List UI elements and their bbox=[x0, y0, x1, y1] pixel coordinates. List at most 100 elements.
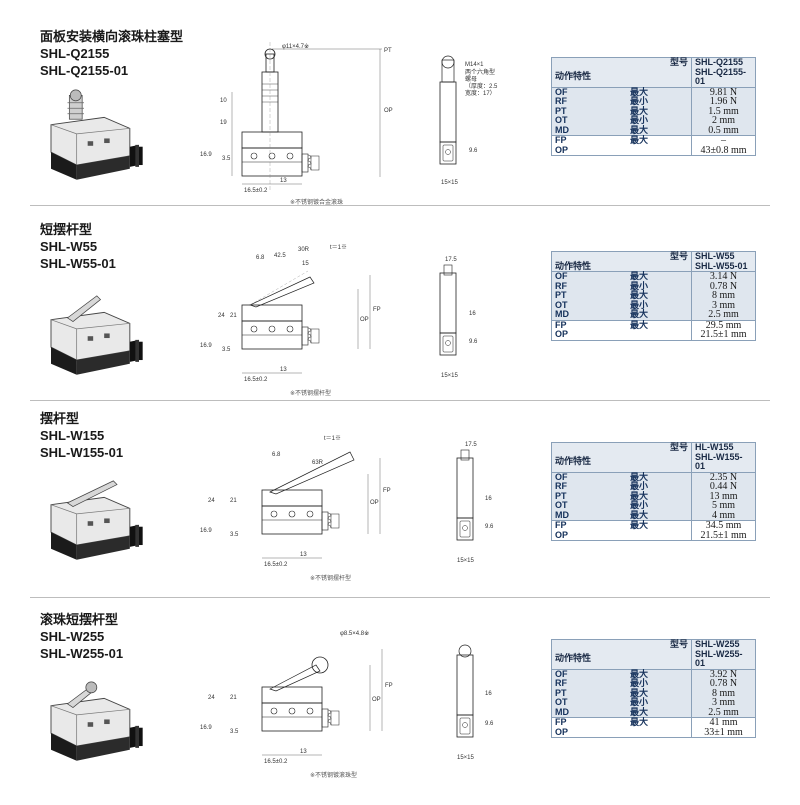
side-drawing: 17.5 16 9.6 15×15 bbox=[439, 257, 478, 379]
side-drawing: 16 9.6 15×15 bbox=[456, 644, 494, 761]
model-2: SHL-W255-01 bbox=[40, 646, 124, 661]
hdr-model-a: SHL-W55 bbox=[691, 251, 756, 262]
dim-fp: FP bbox=[385, 683, 393, 689]
dim-fp: FP bbox=[383, 488, 391, 494]
section-title: 短摆杆型 SHL-W55 SHL-W55-01 bbox=[40, 221, 116, 272]
hdr-model-a: SHL-W255 bbox=[691, 639, 756, 650]
separator bbox=[30, 205, 770, 206]
dim-radius: 63R bbox=[312, 460, 324, 466]
model-2: SHL-Q2155-01 bbox=[40, 63, 129, 78]
dim-13: 13 bbox=[280, 178, 287, 184]
section-w155: 摆杆型 SHL-W155 SHL-W155-01 t＝1※ 6.8 63R FP… bbox=[0, 400, 800, 595]
dim-13: 13 bbox=[280, 367, 287, 373]
dim-16-5: 16.5±0.2 bbox=[264, 562, 288, 568]
hdr-char-label: 动作特性 bbox=[551, 261, 692, 272]
model-1: SHL-W255 bbox=[40, 629, 105, 644]
dim-op: OP bbox=[370, 500, 379, 506]
separator bbox=[30, 597, 770, 598]
hex-note-1: 两个六角型 bbox=[465, 68, 495, 76]
dim-9-6: 9.6 bbox=[469, 339, 478, 345]
dim-16: 16 bbox=[485, 496, 492, 502]
hdr-model-label: 型号 bbox=[551, 57, 692, 68]
model-1: SHL-W155 bbox=[40, 428, 105, 443]
dim-24: 24 bbox=[208, 498, 215, 504]
front-drawing: φ8.5×4.8※ FP OP 24 21 16.9 3.5 16.5±0.2 … bbox=[200, 630, 393, 779]
hex-note-2: 螺母 bbox=[465, 75, 477, 83]
product-photo bbox=[50, 295, 144, 376]
dim-op: OP bbox=[384, 108, 393, 114]
hdr-char-label: 动作特性 bbox=[551, 67, 692, 87]
dim-15x15: 15×15 bbox=[441, 373, 459, 379]
dim-diameter: φ11×4.7※ bbox=[282, 43, 309, 50]
product-photo bbox=[50, 89, 144, 181]
dim-9-6: 9.6 bbox=[485, 721, 494, 727]
drawing-note: ※不锈钢摆杆型 bbox=[310, 574, 351, 582]
dim-9-6: 9.6 bbox=[469, 148, 478, 154]
dim-21: 21 bbox=[230, 695, 237, 701]
dim-21: 21 bbox=[230, 498, 237, 504]
dim-16-9: 16.9 bbox=[200, 343, 212, 349]
dim-16-5: 16.5±0.2 bbox=[244, 377, 268, 383]
side-drawing: 17.5 16 9.6 15×15 bbox=[456, 442, 494, 564]
section-w255: 滚珠短摆杆型 SHL-W255 SHL-W255-01 φ8.5×4.8※ FP… bbox=[0, 597, 800, 800]
dim-17-5: 17.5 bbox=[465, 442, 477, 448]
drawing-note: ※不锈钢镀滚珠型 bbox=[310, 771, 357, 779]
front-drawing: t＝1※ 6.8 63R FP OP 24 21 16.9 3.5 16.5±0… bbox=[200, 435, 391, 582]
dim-m14: M14×1 bbox=[465, 62, 484, 68]
title-cn: 短摆杆型 bbox=[40, 222, 93, 237]
dim-13: 13 bbox=[300, 749, 307, 755]
section-w55: 短摆杆型 SHL-W55 SHL-W55-01 30R t＝1※ 6.8 42.… bbox=[0, 205, 800, 400]
drawing-note: ※不锈钢镀合金滚珠 bbox=[290, 198, 343, 206]
hdr-model-b: SHL-Q2155-01 bbox=[691, 67, 756, 87]
front-drawing: φ11×4.7※ PT OP 10 19 16.9 3.5 16.5±0.2 1… bbox=[200, 42, 393, 206]
dim-24: 24 bbox=[208, 695, 215, 701]
separator bbox=[30, 400, 770, 401]
model-1: SHL-Q2155 bbox=[40, 46, 110, 61]
hdr-model-b: SHL-W255-01 bbox=[691, 649, 756, 669]
dim-16: 16 bbox=[485, 691, 492, 697]
dim-6-8: 6.8 bbox=[256, 255, 265, 261]
dim-op: OP bbox=[372, 697, 381, 703]
dim-thickness: t＝1※ bbox=[330, 244, 347, 251]
dim-3-5: 3.5 bbox=[222, 347, 231, 353]
dim-pt: PT bbox=[384, 48, 392, 54]
section-title: 滚珠短摆杆型 SHL-W255 SHL-W255-01 bbox=[40, 611, 123, 662]
dim-16-9: 16.9 bbox=[200, 725, 212, 731]
dim-19: 19 bbox=[220, 120, 227, 126]
hdr-model-b: SHL-W155-01 bbox=[691, 452, 756, 472]
hdr-model-label: 型号 bbox=[551, 442, 692, 453]
section-title: 摆杆型 SHL-W155 SHL-W155-01 bbox=[40, 410, 123, 461]
hdr-char-label: 动作特性 bbox=[551, 452, 692, 472]
dim-3-5: 3.5 bbox=[222, 156, 231, 162]
dim-10: 10 bbox=[220, 98, 227, 104]
dim-24: 24 bbox=[218, 313, 225, 319]
front-drawing: 30R t＝1※ 6.8 42.5 15 FP OP 24 21 16.9 3.… bbox=[200, 244, 381, 397]
hdr-model-a: SHL-Q2155 bbox=[691, 57, 756, 68]
dim-16-9: 16.9 bbox=[200, 528, 212, 534]
model-2: SHL-W155-01 bbox=[40, 445, 124, 460]
hex-note-3: （厚度：2.5 bbox=[465, 82, 498, 90]
dim-42-5: 42.5 bbox=[274, 253, 286, 259]
dim-16-5: 16.5±0.2 bbox=[264, 759, 288, 765]
